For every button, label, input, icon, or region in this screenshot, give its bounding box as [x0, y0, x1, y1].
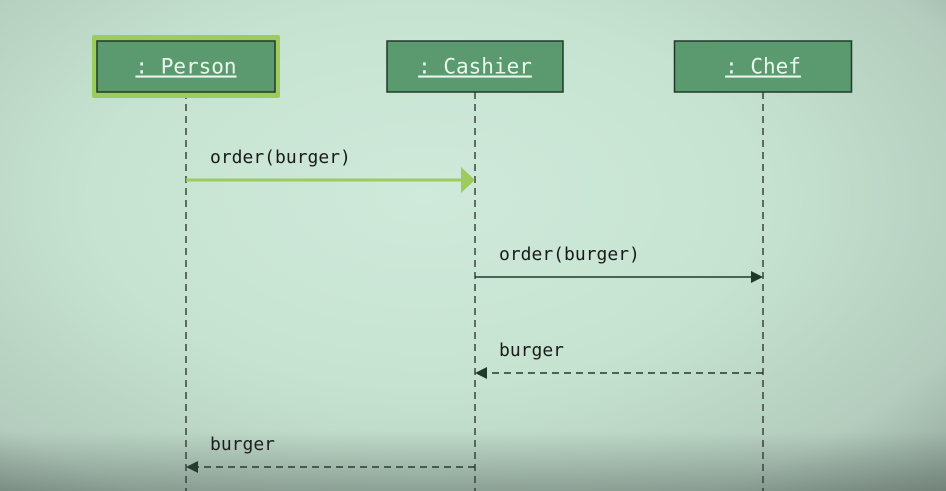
message-label: burger — [499, 340, 564, 361]
participant-box — [673, 40, 853, 93]
message-label: order(burger) — [499, 244, 640, 265]
participant-box — [96, 40, 276, 93]
message-3: burger — [475, 340, 763, 379]
message-label: burger — [210, 434, 275, 455]
participant-person[interactable]: : Person — [92, 35, 280, 98]
message-label: order(burger) — [210, 147, 351, 168]
participant-box — [386, 40, 564, 93]
participant-label: : Cashier — [418, 55, 532, 79]
participant-label: : Chef — [725, 55, 801, 79]
participant-cashier[interactable]: : Cashier — [386, 40, 564, 93]
message-2: order(burger) — [475, 244, 763, 283]
participant-label: : Person — [135, 55, 236, 79]
message-1: order(burger) — [186, 147, 475, 193]
arrowhead-icon — [186, 461, 198, 473]
arrowhead-icon — [475, 367, 487, 379]
participant-chef[interactable]: : Chef — [673, 40, 853, 93]
arrowhead-icon — [461, 167, 475, 193]
message-4: burger — [186, 434, 475, 473]
arrowhead-icon — [751, 271, 763, 283]
